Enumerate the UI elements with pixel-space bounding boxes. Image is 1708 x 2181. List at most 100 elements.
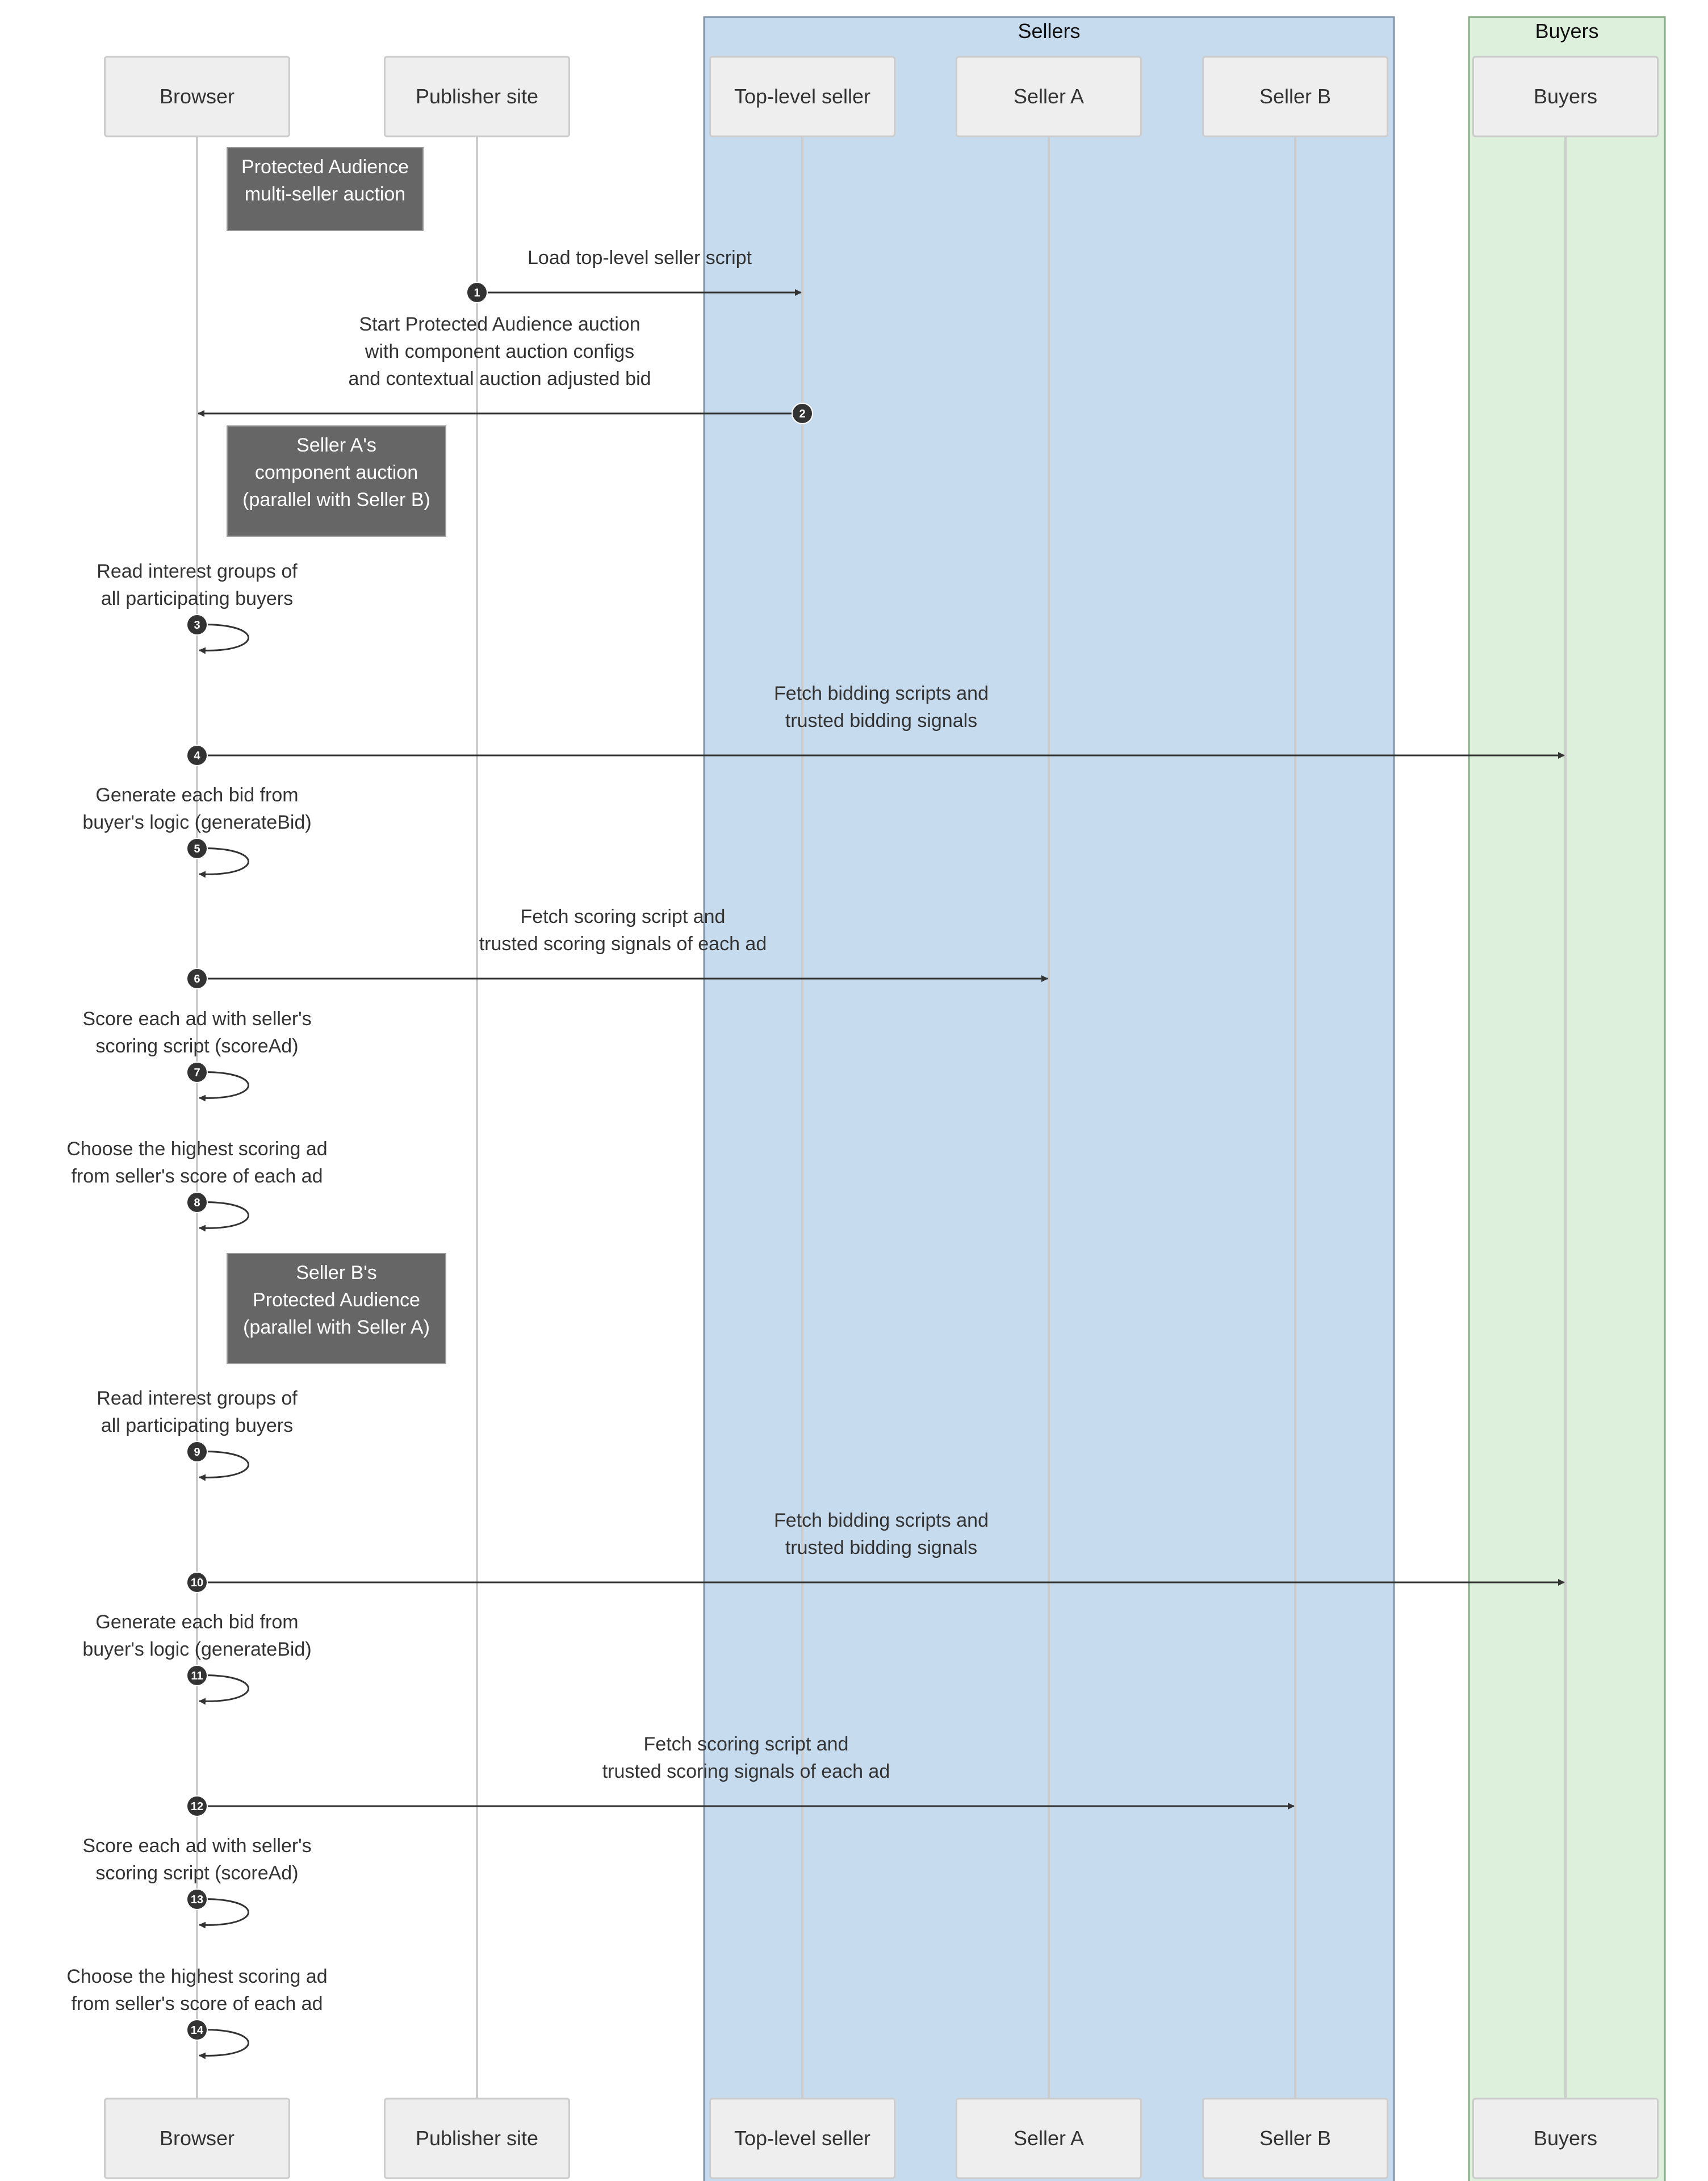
self-message-label-line: from seller's score of each ad xyxy=(71,1993,323,2015)
note-text-line: (parallel with Seller A) xyxy=(243,1317,430,1338)
message-label-line: trusted scoring signals of each ad xyxy=(602,1761,890,1782)
step-number-badge xyxy=(186,1572,208,1593)
actor-box-seller_a-top: Seller A xyxy=(956,56,1142,137)
actor-label-buyers: Buyers xyxy=(1534,2126,1597,2150)
self-message-arrow xyxy=(196,1201,249,1232)
actor-label-publisher_site: Publisher site xyxy=(416,2126,538,2150)
actor-box-publisher_site-bottom: Publisher site xyxy=(384,2098,570,2179)
step-number: 6 xyxy=(194,973,200,985)
step-number-badge xyxy=(792,403,813,424)
actor-rect xyxy=(1202,2098,1388,2179)
actor-rect xyxy=(709,2098,895,2179)
actor-box-buyers-top: Buyers xyxy=(1472,56,1659,137)
note-text-line: Seller A's xyxy=(296,434,376,456)
step-message: Start Protected Audience auction with com… xyxy=(198,314,813,424)
step-number-badge xyxy=(186,1888,208,1910)
step-message: Fetch scoring script and trusted scoring … xyxy=(186,1733,1295,1817)
message-label-line: trusted bidding signals xyxy=(785,1537,977,1559)
step-number-badge xyxy=(186,1441,208,1463)
step-number: 9 xyxy=(194,1446,200,1459)
step-self: Generate each bid from buyer's logic (gen… xyxy=(82,1611,312,1705)
step-self: Score each ad with seller's scoring scrip… xyxy=(82,1835,312,1929)
note-box xyxy=(227,425,446,537)
step-number-badge xyxy=(466,282,488,303)
step-number: 14 xyxy=(191,2024,204,2037)
self-message-arrow xyxy=(196,1898,249,1929)
self-message-label-line: buyer's logic (generateBid) xyxy=(82,812,311,833)
actor-label-buyers: Buyers xyxy=(1534,85,1597,108)
note-box xyxy=(227,147,424,231)
self-message-label-line: Generate each bid from xyxy=(95,1611,298,1633)
step-message: Fetch bidding scripts and trusted bidding… xyxy=(186,1510,1565,1593)
step-number: 4 xyxy=(194,750,200,762)
self-message-label-line: scoring script (scoreAd) xyxy=(95,1035,298,1057)
step-number-badge xyxy=(186,1062,208,1083)
message-label-line: Fetch bidding scripts and xyxy=(774,1510,989,1531)
step-number-badge xyxy=(186,1795,208,1817)
step-number-badge xyxy=(186,1665,208,1686)
actor-rect xyxy=(384,56,570,137)
self-message-arrow xyxy=(196,2029,249,2059)
actor-box-seller_b-bottom: Seller B xyxy=(1202,2098,1388,2179)
note-text-line: Seller B's xyxy=(296,1262,377,1284)
actor-box-browser-top: Browser xyxy=(104,56,290,137)
step-number: 8 xyxy=(194,1197,200,1209)
actor-box-top_level_seller-bottom: Top-level seller xyxy=(709,2098,895,2179)
self-message-label-line: Choose the highest scoring ad xyxy=(66,1138,327,1160)
step-number: 3 xyxy=(194,619,200,632)
step-number: 11 xyxy=(191,1670,203,1682)
step-number-badge xyxy=(186,2019,208,2041)
step-note: Seller A's component auction (parallel wit… xyxy=(227,425,446,537)
group-label-buyers: Buyers xyxy=(1535,19,1598,43)
note-text-line: component auction xyxy=(255,462,418,483)
actor-box-buyers-bottom: Buyers xyxy=(1472,2098,1659,2179)
message-label-line: with component auction configs xyxy=(365,341,634,362)
actor-rect xyxy=(956,56,1142,137)
self-message-label-line: buyer's logic (generateBid) xyxy=(82,1639,311,1660)
self-message-arrow xyxy=(196,1451,249,1481)
note-text-line: Protected Audience xyxy=(253,1289,420,1311)
step-self: Choose the highest scoring ad from seller… xyxy=(66,1966,328,2059)
actor-rect xyxy=(1472,56,1659,137)
self-message-label-line: scoring script (scoreAd) xyxy=(95,1862,298,1884)
self-message-label-line: all participating buyers xyxy=(101,1415,293,1436)
self-message-arrow xyxy=(196,1071,249,1102)
message-label-line: trusted bidding signals xyxy=(785,710,977,732)
self-message-label-line: Choose the highest scoring ad xyxy=(66,1966,327,1987)
actor-box-seller_b-top: Seller B xyxy=(1202,56,1388,137)
step-number: 7 xyxy=(194,1067,200,1079)
step-number: 13 xyxy=(191,1894,203,1906)
actor-rect xyxy=(104,56,290,137)
self-message-label-line: Read interest groups of xyxy=(97,1388,298,1409)
actor-label-seller_b: Seller B xyxy=(1259,85,1331,108)
self-message-label-line: Score each ad with seller's xyxy=(82,1835,311,1857)
note-text-line: multi-seller auction xyxy=(245,183,405,205)
actor-box-publisher_site-top: Publisher site xyxy=(384,56,570,137)
message-label-line: Fetch scoring script and xyxy=(521,906,726,927)
actor-label-browser: Browser xyxy=(160,85,235,108)
actor-label-seller_b: Seller B xyxy=(1259,2126,1331,2150)
self-message-arrow xyxy=(196,1674,249,1705)
step-number: 12 xyxy=(191,1800,203,1813)
actor-label-publisher_site: Publisher site xyxy=(416,85,538,108)
self-message-label-line: all participating buyers xyxy=(101,588,293,609)
actor-label-top_level_seller: Top-level seller xyxy=(734,85,870,108)
actor-rect xyxy=(104,2098,290,2179)
step-number: 1 xyxy=(474,287,480,299)
self-message-arrow xyxy=(196,624,249,654)
step-self: Read interest groups of all participating… xyxy=(97,1388,298,1481)
actor-rect xyxy=(956,2098,1142,2179)
note-text-line: (parallel with Seller B) xyxy=(242,489,430,511)
step-self: Score each ad with seller's scoring scrip… xyxy=(82,1008,312,1102)
message-label-line: Start Protected Audience auction xyxy=(359,314,640,335)
actor-rect xyxy=(1202,56,1388,137)
self-message-label-line: Score each ad with seller's xyxy=(82,1008,311,1030)
message-label-line: Fetch scoring script and xyxy=(644,1733,849,1755)
self-message-label-line: Generate each bid from xyxy=(95,784,298,806)
actor-rect xyxy=(384,2098,570,2179)
group-box-buyers xyxy=(1468,16,1666,2181)
actor-label-top_level_seller: Top-level seller xyxy=(734,2126,870,2150)
